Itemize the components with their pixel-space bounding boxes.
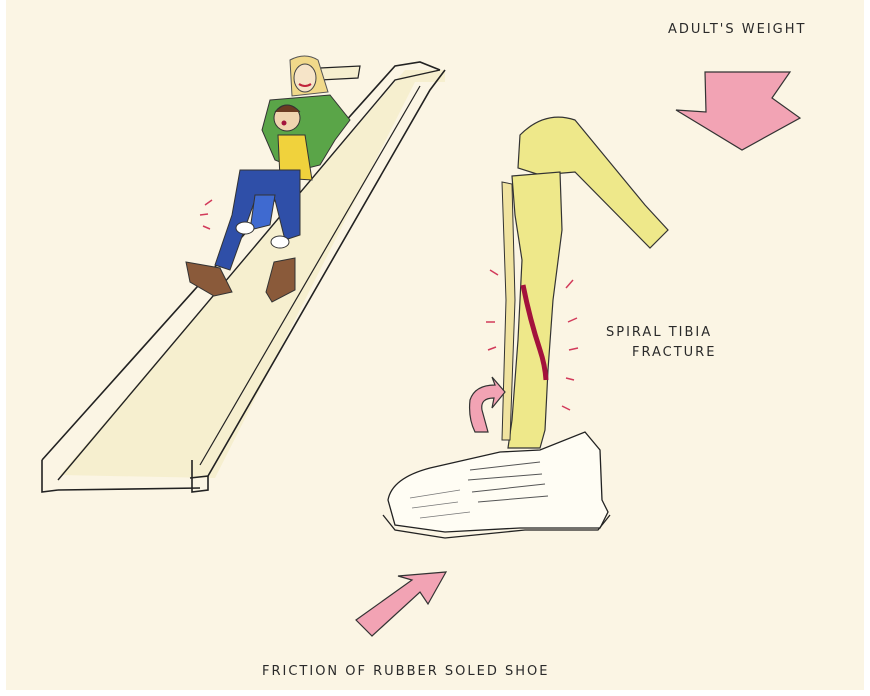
label-friction: FRICTION OF RUBBER SOLED SHOE: [262, 664, 549, 679]
label-fracture-line2: FRACTURE: [632, 345, 716, 360]
label-adult-weight: ADULT'S WEIGHT: [668, 22, 806, 37]
label-fracture-line1: SPIRAL TIBIA: [606, 325, 712, 340]
